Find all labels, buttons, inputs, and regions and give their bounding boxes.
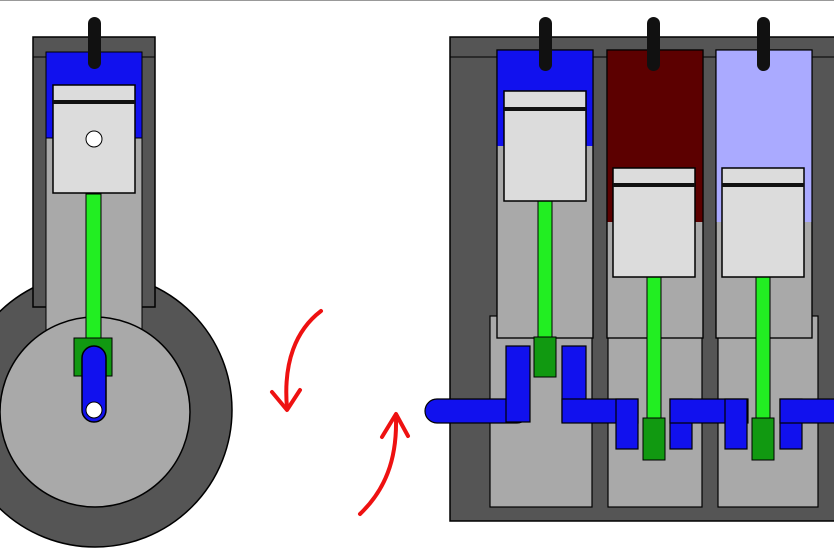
spark-plug-icon xyxy=(757,17,770,71)
side-crank-throw xyxy=(81,345,107,423)
connecting-rod-1 xyxy=(537,199,553,347)
rotation-arrow-head-icon xyxy=(380,412,410,439)
rotation-arrows xyxy=(270,309,410,516)
rotation-arrow-icon xyxy=(358,416,399,516)
rotation-arrow-head-icon xyxy=(270,388,302,412)
side-piston-ring xyxy=(53,100,135,104)
rod-bearing-3 xyxy=(751,417,775,461)
spark-plug-icon xyxy=(88,17,101,69)
rod-bearing-1 xyxy=(533,336,557,378)
crank-web-2a xyxy=(615,398,639,450)
side-crank-pin xyxy=(85,401,103,419)
piston-2-ring xyxy=(613,183,695,187)
crankshaft xyxy=(424,345,834,450)
side-wrist-pin xyxy=(85,130,103,148)
connecting-rod-3 xyxy=(755,275,771,427)
side-view xyxy=(0,17,233,548)
side-connecting-rod xyxy=(85,193,102,345)
piston-1-ring xyxy=(504,107,586,111)
piston-3-ring xyxy=(722,183,804,187)
crank-web-1a xyxy=(505,345,531,423)
crank-web-3a xyxy=(724,398,748,450)
spark-plug-icon xyxy=(647,17,660,71)
connecting-rod-2 xyxy=(646,275,662,427)
crankshaft-rear-end xyxy=(779,398,834,424)
rod-bearing-2 xyxy=(642,417,666,461)
rotation-arrow-icon xyxy=(284,309,323,410)
spark-plug-icon xyxy=(539,17,552,71)
front-view xyxy=(424,17,834,522)
